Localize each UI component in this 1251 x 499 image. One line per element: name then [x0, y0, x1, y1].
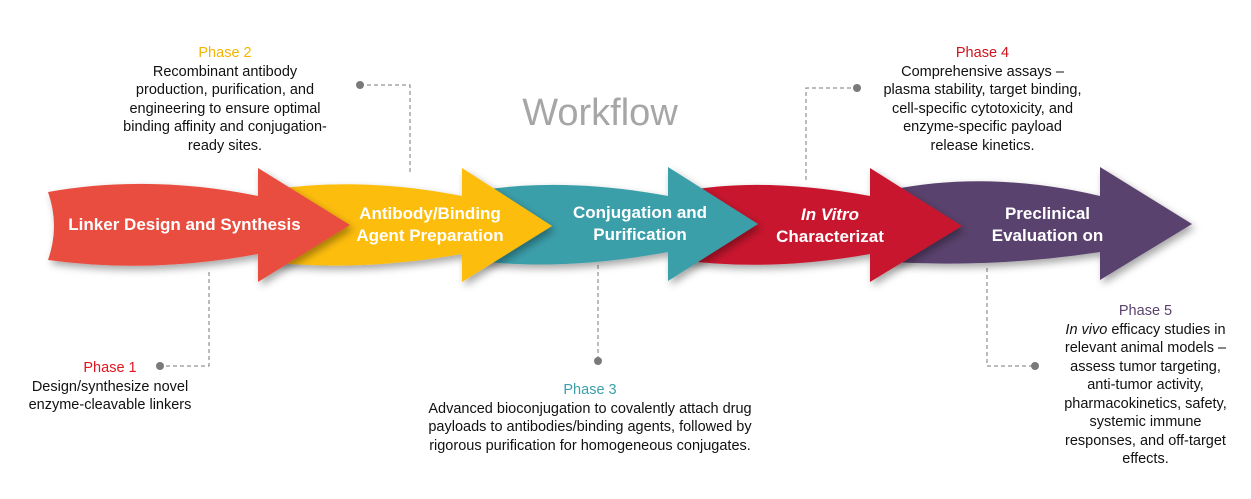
stage-label-2: Antibody/Binding Agent Preparation: [330, 203, 530, 247]
stage-label-5-line1: Preclinical: [1004, 204, 1091, 223]
stage-label-4: In Vitro Characterizat: [755, 204, 905, 248]
phase-2-line: ready sites.: [187, 137, 263, 154]
stage-arrow-2: [268, 168, 552, 282]
phase-4-line: release kinetics.: [930, 137, 1035, 154]
phase-4-title: Phase 4: [955, 45, 1010, 61]
connector-dot-phase-3: [594, 357, 602, 365]
phase-3: Phase 3 Advanced bioconjugation to coval…: [390, 381, 790, 455]
phase-5-line: relevant animal models –: [1064, 340, 1227, 356]
phase-5-line: responses, and off-target: [1065, 432, 1226, 449]
phase-5-line-first-rest: efficacy studies in: [1107, 321, 1226, 338]
stage-label-3-line2: Purification: [593, 225, 687, 244]
stage-arrow-1: [48, 168, 350, 282]
stage-label-3-line1: Conjugation and: [572, 203, 708, 222]
stage-label-2-line2: Agent Preparation: [356, 226, 504, 245]
phase-4-line: Comprehensive assays –: [901, 63, 1064, 80]
connectors: [160, 84, 1035, 367]
stage-label-1: Linker Design and Synthesis: [52, 214, 317, 236]
phase-1-line: Design/synthesize novel: [31, 378, 189, 395]
connector-dot-phase-2: [356, 81, 364, 89]
phase-2-line: production, purification, and: [135, 82, 315, 98]
phase-2: Phase 2 Recombinant antibody production,…: [110, 44, 340, 155]
phase-3-line: rigorous purification for homogeneous co…: [429, 437, 751, 454]
phase-5-line: anti-tumor activity,: [1087, 377, 1204, 393]
phase-5-line-first-italic: In vivo: [1065, 321, 1108, 338]
phase-2-title: Phase 2: [198, 45, 252, 61]
phase-3-line: payloads to antibodies/binding agents, f…: [428, 419, 752, 435]
phase-4-line: enzyme-specific payload: [903, 119, 1062, 135]
connector-dots: [156, 81, 1039, 370]
connector-dot-phase-4: [853, 84, 861, 92]
phase-3-title: Phase 3: [563, 382, 617, 398]
connector-dot-phase-5: [1031, 362, 1039, 370]
stage-arrow-3: [470, 167, 758, 281]
connector-phase-1: [160, 272, 210, 367]
stage-label-1-line1: Linker Design and Synthesis: [68, 215, 301, 234]
phase-1-line: enzyme-cleavable linkers: [28, 397, 192, 413]
phase-5: Phase 5 In vivo efficacy studies in rele…: [1043, 302, 1248, 469]
phase-5-title: Phase 5: [1118, 303, 1173, 319]
phase-3-line: Advanced bioconjugation to covalently at…: [428, 400, 752, 417]
phase-4-line: plasma stability, target binding,: [883, 82, 1082, 98]
stage-label-4-line1: In Vitro: [801, 205, 859, 224]
phase-5-line: systemic immune: [1089, 414, 1202, 430]
connector-phase-2: [360, 84, 411, 175]
phase-4: Phase 4 Comprehensive assays – plasma st…: [855, 44, 1110, 155]
phase-1: Phase 1 Design/synthesize novel enzyme-c…: [5, 359, 215, 415]
phase-2-line: Recombinant antibody: [152, 63, 298, 80]
phase-5-line: assess tumor targeting,: [1070, 358, 1221, 375]
phase-2-line: engineering to ensure optimal: [129, 100, 321, 117]
stage-label-2-line1: Antibody/Binding: [359, 204, 501, 223]
stage-arrow-4: [680, 168, 962, 282]
phase-1-title: Phase 1: [83, 360, 137, 376]
stage-label-4-line2: Characterizat: [776, 227, 884, 246]
stage-arrow-5: [890, 167, 1192, 280]
stage-label-3: Conjugation and Purification: [545, 202, 735, 246]
workflow-title: Workflow: [522, 92, 678, 134]
stage-label-5-line2: Evaluation on: [991, 226, 1104, 245]
phase-2-line: binding affinity and conjugation-: [123, 119, 327, 135]
phase-5-line: effects.: [1122, 451, 1169, 467]
connector-phase-5: [986, 268, 1035, 367]
phase-5-line: pharmacokinetics, safety,: [1064, 395, 1227, 412]
stage-label-5: Preclinical Evaluation on: [965, 203, 1130, 247]
phase-5-line-first: In vivo efficacy studies in: [1043, 321, 1248, 340]
connector-dot-phase-1: [156, 362, 164, 370]
connector-phase-4: [805, 87, 857, 180]
phase-4-line: cell-specific cytotoxicity, and: [891, 100, 1074, 117]
